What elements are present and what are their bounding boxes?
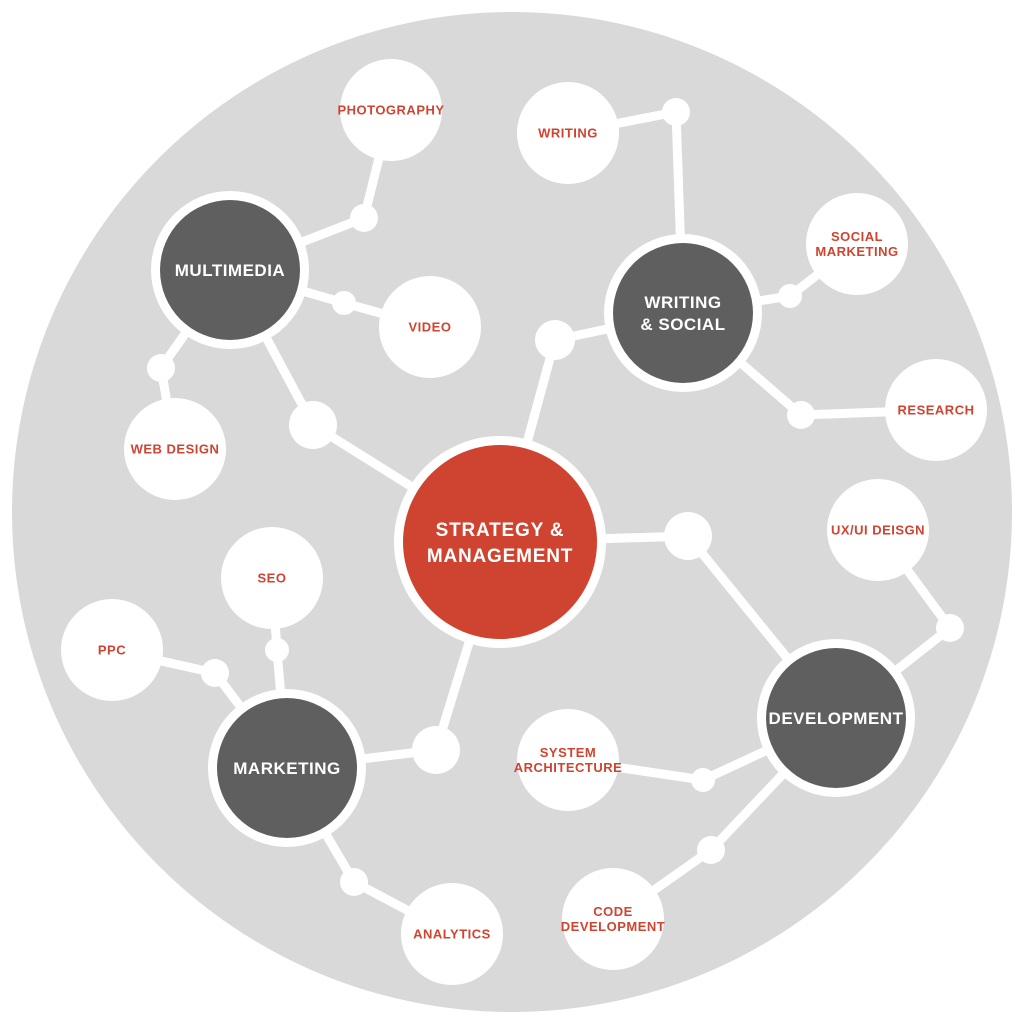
node-circle — [766, 648, 906, 788]
junction-dot — [340, 868, 368, 896]
node-circle — [340, 59, 442, 161]
junction-dot — [147, 354, 175, 382]
node-label: STRATEGY & — [436, 520, 565, 541]
leaf-node-ppc: PPC — [61, 599, 163, 701]
junction-dot — [697, 836, 725, 864]
junction-dot — [201, 659, 229, 687]
junction-dot — [936, 614, 964, 642]
node-label: RESEARCH — [898, 403, 975, 418]
node-label: MARKETING — [233, 759, 340, 778]
node-circle — [403, 445, 597, 639]
hub-node-marketing: MARKETING — [208, 689, 366, 847]
hub-node-multimedia: MULTIMEDIA — [151, 191, 309, 349]
node-circle — [517, 709, 619, 811]
node-label: SEO — [258, 571, 287, 586]
node-label: WRITING — [538, 126, 598, 141]
node-circle — [806, 193, 908, 295]
node-label: MULTIMEDIA — [175, 261, 285, 280]
node-label: ANALYTICS — [413, 927, 491, 942]
node-circle — [613, 243, 753, 383]
node-circle — [221, 527, 323, 629]
node-circle — [124, 398, 226, 500]
node-label: MARKETING — [815, 244, 898, 259]
junction-dot — [691, 768, 715, 792]
leaf-node-uxui: UX/UI DEISGN — [827, 479, 929, 581]
leaf-node-analytics: ANALYTICS — [401, 883, 503, 985]
hub-node-writing: WRITING & SOCIAL — [604, 234, 762, 392]
node-label: VIDEO — [409, 320, 452, 335]
junction-dot — [664, 512, 712, 560]
node-label: ARCHITECTURE — [514, 760, 623, 775]
node-circle — [827, 479, 929, 581]
junction-dot — [332, 291, 356, 315]
node-circle — [160, 200, 300, 340]
junction-dot — [350, 204, 378, 232]
node-label: PHOTOGRAPHY — [337, 103, 444, 118]
junction-dot — [787, 401, 815, 429]
junction-dot — [535, 320, 575, 360]
node-label: UX/UI DEISGN — [831, 523, 925, 538]
node-label: WEB DESIGN — [131, 442, 220, 457]
leaf-node-web-design: WEB DESIGN — [124, 398, 226, 500]
leaf-node-research: RESEARCH — [885, 359, 987, 461]
node-circle — [379, 276, 481, 378]
node-label: CODE — [593, 904, 633, 919]
leaf-node-video: VIDEO — [379, 276, 481, 378]
node-circle — [401, 883, 503, 985]
node-label: PPC — [98, 643, 126, 658]
core-node-strategy: STRATEGY & MANAGEMENT — [394, 436, 606, 648]
node-circle — [885, 359, 987, 461]
node-circle — [562, 868, 664, 970]
junction-dot — [778, 284, 802, 308]
node-circle — [61, 599, 163, 701]
junction-dot — [289, 401, 337, 449]
node-label: & SOCIAL — [640, 315, 725, 334]
hub-node-development: DEVELOPMENT — [757, 639, 915, 797]
leaf-node-seo: SEO — [221, 527, 323, 629]
node-label: MANAGEMENT — [427, 546, 573, 567]
leaf-node-writing: WRITING — [517, 82, 619, 184]
junction-dot — [662, 98, 690, 126]
junction-dot — [412, 726, 460, 774]
node-circle — [517, 82, 619, 184]
node-label: DEVELOPMENT — [561, 919, 665, 934]
node-label: SOCIAL — [831, 229, 883, 244]
junction-dots — [147, 98, 964, 896]
node-label: SYSTEM — [540, 745, 596, 760]
node-label: WRITING — [644, 293, 721, 312]
node-circle — [217, 698, 357, 838]
leaf-node-photography: PHOTOGRAPHY — [337, 59, 444, 161]
node-label: DEVELOPMENT — [769, 709, 904, 728]
junction-dot — [265, 638, 289, 662]
